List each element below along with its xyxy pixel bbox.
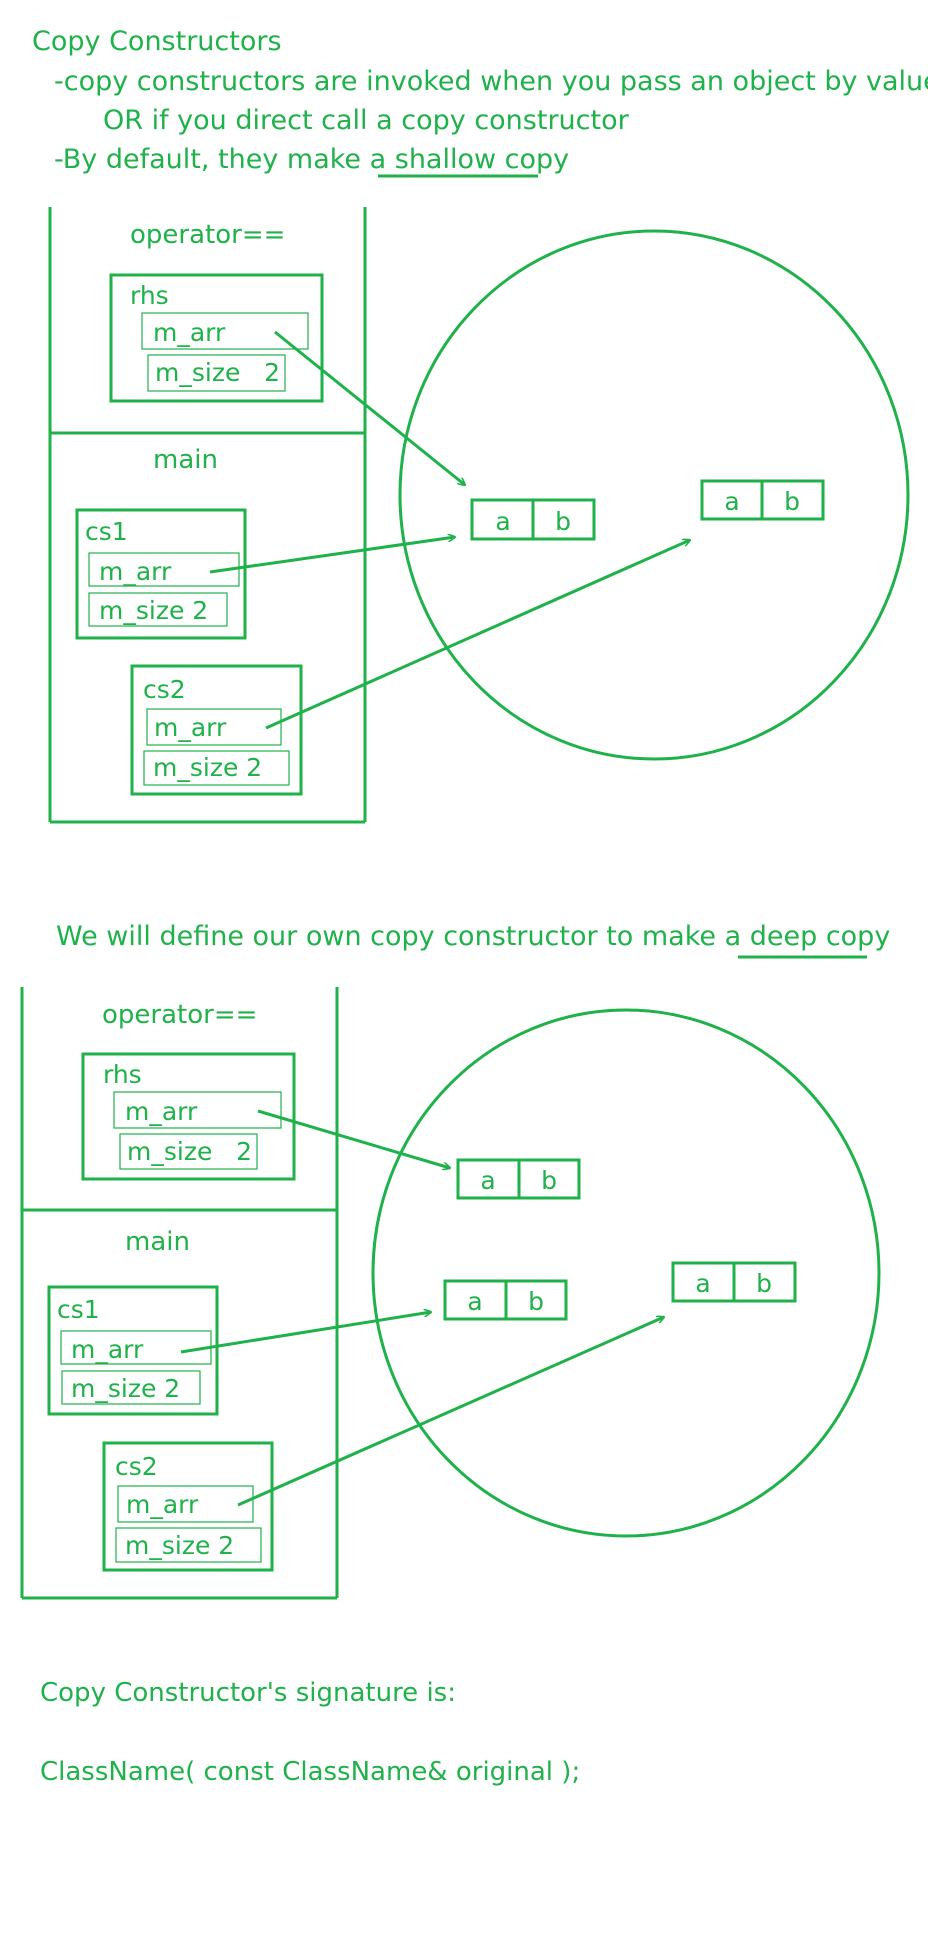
shallow-copy-term: shallow copy <box>395 144 569 175</box>
heap-array-2-cell-a: a <box>724 487 739 516</box>
heap-array-3-cell-b: b <box>756 1269 772 1298</box>
heap-array-2-cell-b: b <box>784 487 800 516</box>
cs2-label: cs2 <box>115 1452 158 1481</box>
rhs-pointer-arrow <box>257 1109 450 1168</box>
heap-circle <box>371 1008 881 1538</box>
heap-array-1-cell-b: b <box>555 507 571 536</box>
deep-copy-caption: We will define our own copy constructor … <box>56 921 890 959</box>
frame-main-label: main <box>125 1227 190 1257</box>
cs1-m-arr-field <box>88 552 240 587</box>
deep-copy-term: deep copy <box>750 921 891 952</box>
heap-array-3-cell-a: a <box>695 1269 710 1298</box>
header: Copy Constructors -copy constructors are… <box>32 26 928 178</box>
cs2-m-arr-field <box>117 1485 254 1523</box>
cs2-m-size-field <box>115 1527 262 1563</box>
bullet-default-prefix: -By default, they make a <box>54 144 395 175</box>
cs2-m-arr-field <box>146 708 282 746</box>
shallow-copy-diagram <box>48 207 910 824</box>
signature-code: ClassName( const ClassName& original ); <box>40 1757 580 1787</box>
cs2-pointer-arrow <box>265 540 690 730</box>
shallow-copy-labels: operator== main rhs m_arr m_size 2 cs1 m… <box>85 220 800 782</box>
heap-array-2-cell-a: a <box>467 1287 482 1316</box>
page-title: Copy Constructors <box>32 26 282 57</box>
cs2-pointer-arrow <box>237 1317 664 1507</box>
deep-copy-sentence: We will define our own copy constructor … <box>56 921 890 952</box>
heap-array-2-cell-b: b <box>528 1287 544 1316</box>
frame-operator-eq-label: operator== <box>102 1000 257 1030</box>
cs1-m-arr-label: m_arr <box>71 1335 144 1364</box>
rhs-m-size-label: m_size 2 <box>127 1137 252 1166</box>
deep-copy-labels: operator== main rhs m_arr m_size 2 cs1 m… <box>57 1000 772 1560</box>
bullet-invoked-by-value: -copy constructors are invoked when you … <box>54 66 928 97</box>
rhs-m-arr-field <box>113 1091 282 1129</box>
heap-array-1-cell-a: a <box>480 1166 495 1195</box>
frame-operator-eq-label: operator== <box>130 220 285 250</box>
bullet-default-shallow: -By default, they make a shallow copy <box>54 144 569 175</box>
cs2-label: cs2 <box>143 675 186 704</box>
rhs-object-box <box>109 273 324 403</box>
cs2-m-size-label: m_size 2 <box>153 753 262 782</box>
heap-array-1-cell-b: b <box>541 1166 557 1195</box>
cs1-label: cs1 <box>57 1295 100 1324</box>
deep-copy-prefix: We will define our own copy constructor … <box>56 921 750 952</box>
rhs-m-arr-label: m_arr <box>125 1097 198 1126</box>
rhs-label: rhs <box>130 281 169 310</box>
frame-main-label: main <box>153 445 218 475</box>
cs2-m-size-label: m_size 2 <box>125 1531 234 1560</box>
cs2-object-box <box>102 1441 274 1572</box>
cs2-m-arr-label: m_arr <box>154 713 227 742</box>
cs1-m-size-field <box>61 1370 201 1405</box>
cs2-m-size-field <box>143 750 290 786</box>
rhs-object-box <box>81 1052 296 1181</box>
rhs-label: rhs <box>103 1060 142 1089</box>
signature-section: Copy Constructor's signature is: ClassNa… <box>40 1678 580 1787</box>
cs1-object-box <box>75 508 247 640</box>
heap-circle <box>398 229 910 761</box>
rhs-m-size-field <box>119 1133 258 1170</box>
cs2-object-box <box>130 664 303 796</box>
cs1-m-arr-label: m_arr <box>99 557 172 586</box>
cs1-object-box <box>47 1285 219 1416</box>
cs1-m-size-label: m_size 2 <box>99 596 208 625</box>
cs1-label: cs1 <box>85 517 128 546</box>
cs1-m-size-field <box>88 592 228 627</box>
rhs-m-arr-field <box>141 312 309 350</box>
bullet-direct-call: OR if you direct call a copy constructor <box>103 105 630 136</box>
rhs-m-arr-label: m_arr <box>153 318 226 347</box>
cs2-m-arr-label: m_arr <box>126 1490 199 1519</box>
rhs-pointer-arrow <box>274 330 465 485</box>
deep-copy-diagram <box>20 987 881 1600</box>
cs1-m-size-label: m_size 2 <box>71 1374 180 1403</box>
cs1-pointer-arrow <box>180 1312 431 1354</box>
heap-array-1-cell-a: a <box>495 507 510 536</box>
rhs-m-size-field <box>147 354 286 392</box>
rhs-m-size-label: m_size 2 <box>155 358 280 387</box>
signature-intro: Copy Constructor's signature is: <box>40 1678 456 1708</box>
cs1-pointer-arrow <box>209 537 455 574</box>
